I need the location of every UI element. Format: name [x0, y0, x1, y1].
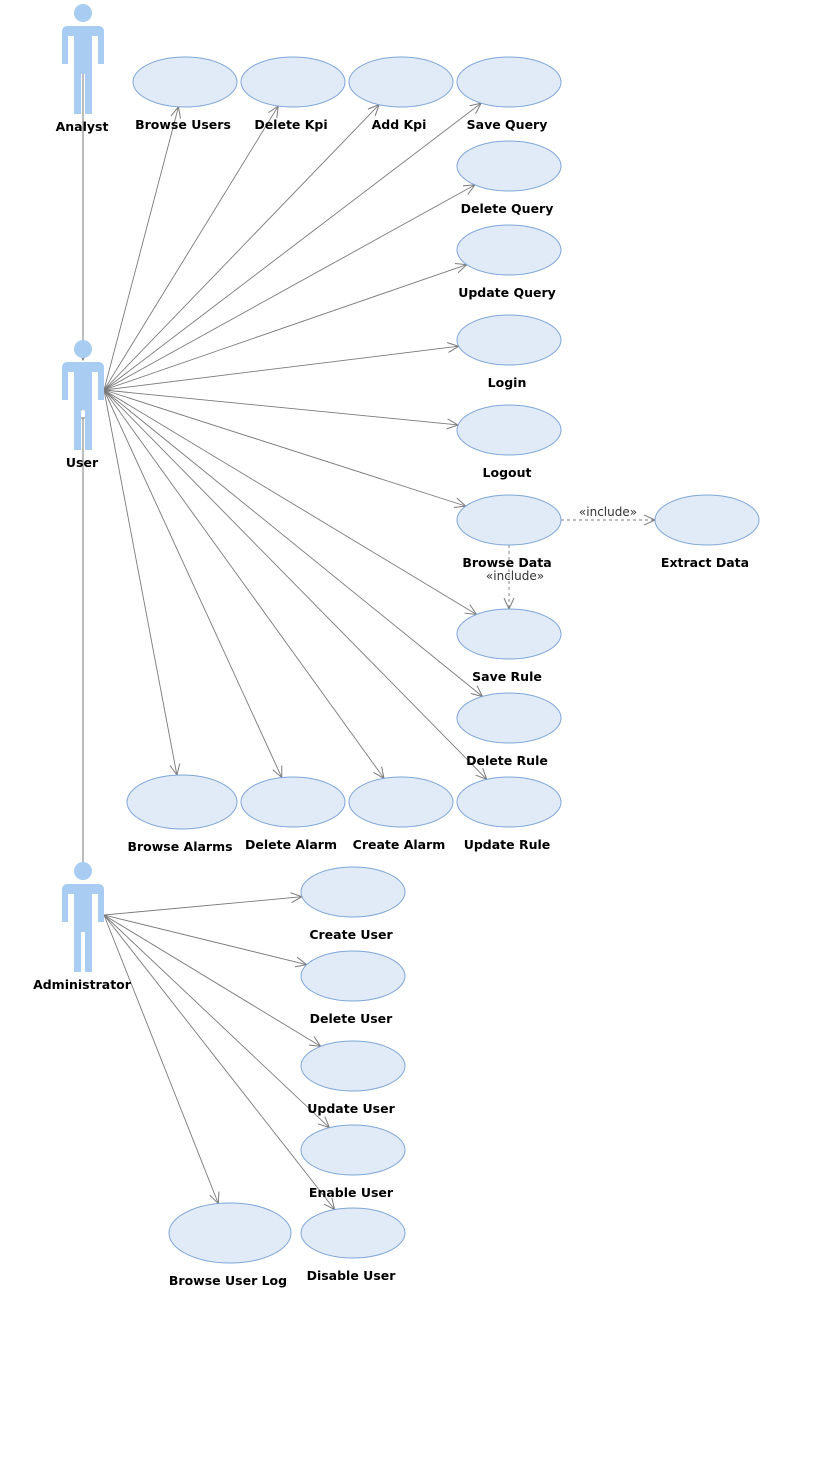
use-case-create-user[interactable]	[300, 866, 406, 918]
use-case-update-query[interactable]	[456, 224, 562, 276]
use-case-label-update-query: Update Query	[458, 285, 556, 300]
use-case-label-browse-user-log: Browse User Log	[169, 1273, 287, 1288]
use-case-browse-data[interactable]	[456, 494, 562, 546]
diagram-labels: «include» «include» Browse Users Delete Kpi…	[33, 117, 749, 1288]
use-case-label-add-kpi: Add Kpi	[372, 117, 427, 132]
use-case-browse-alarms[interactable]	[126, 774, 238, 830]
use-case-label-delete-query: Delete Query	[461, 201, 554, 216]
include-label: «include»	[579, 505, 637, 519]
use-case-delete-kpi[interactable]	[240, 56, 346, 108]
use-case-label-browse-alarms: Browse Alarms	[127, 839, 232, 854]
association-administrator-to-enable-user	[103, 914, 329, 1128]
use-case-label-create-alarm: Create Alarm	[353, 837, 446, 852]
use-case-save-rule[interactable]	[456, 608, 562, 660]
association-administrator-to-create-user	[103, 897, 302, 916]
use-case-label-disable-user: Disable User	[307, 1268, 397, 1283]
actor-body-icon	[62, 26, 104, 114]
use-case-label-delete-user: Delete User	[310, 1011, 393, 1026]
association-user-to-login	[103, 346, 459, 391]
association-user-to-create-alarm	[103, 389, 384, 778]
use-case-label-browse-users: Browse Users	[135, 117, 231, 132]
use-case-create-alarm[interactable]	[348, 776, 454, 828]
use-case-label-delete-rule: Delete Rule	[466, 753, 548, 768]
use-case-label-extract-data: Extract Data	[661, 555, 749, 570]
use-case-label-login: Login	[488, 375, 527, 390]
use-case-delete-alarm[interactable]	[240, 776, 346, 828]
association-administrator-to-update-user	[103, 914, 321, 1046]
association-user-to-save-query	[103, 103, 481, 391]
association-user-to-delete-rule	[103, 389, 482, 697]
use-case-extract-data[interactable]	[654, 494, 760, 546]
include-label: «include»	[486, 569, 544, 583]
actor-label-user: User	[66, 455, 99, 470]
use-case-label-enable-user: Enable User	[309, 1185, 394, 1200]
association-user-to-add-kpi	[103, 105, 379, 391]
use-case-label-create-user: Create User	[309, 927, 393, 942]
actor-administrator[interactable]	[62, 862, 104, 972]
actor-user[interactable]	[62, 340, 104, 450]
use-case-logout[interactable]	[456, 404, 562, 456]
association-user-to-logout	[103, 389, 458, 425]
actor-body-icon	[62, 362, 104, 450]
use-case-delete-user[interactable]	[300, 950, 406, 1002]
actor-head-icon	[74, 4, 92, 22]
use-case-login[interactable]	[456, 314, 562, 366]
use-case-add-kpi[interactable]	[348, 56, 454, 108]
use-case-delete-query[interactable]	[456, 140, 562, 192]
use-case-label-update-user: Update User	[307, 1101, 395, 1116]
use-case-update-user[interactable]	[300, 1040, 406, 1092]
use-case-browse-users[interactable]	[132, 56, 238, 108]
association-user-to-save-rule	[103, 389, 477, 614]
use-case-label-logout: Logout	[483, 465, 532, 480]
association-user-to-browse-users	[103, 107, 178, 391]
association-user-to-update-query	[103, 265, 467, 391]
use-case-label-save-rule: Save Rule	[472, 669, 542, 684]
association-user-to-delete-kpi	[103, 106, 278, 391]
use-case-update-rule[interactable]	[456, 776, 562, 828]
actor-label-administrator: Administrator	[33, 977, 132, 992]
use-case-label-browse-data: Browse Data	[462, 555, 551, 570]
use-case-enable-user[interactable]	[300, 1124, 406, 1176]
diagram-nodes	[62, 4, 760, 1264]
association-administrator-to-disable-user	[103, 914, 335, 1210]
association-user-to-delete-alarm	[103, 389, 282, 778]
use-case-delete-rule[interactable]	[456, 692, 562, 744]
use-case-label-delete-kpi: Delete Kpi	[254, 117, 327, 132]
relationship-lines	[83, 70, 655, 1210]
use-case-label-save-query: Save Query	[467, 117, 548, 132]
use-case-browse-user-log[interactable]	[168, 1202, 292, 1264]
actor-head-icon	[74, 340, 92, 358]
actor-analyst[interactable]	[62, 4, 104, 114]
association-user-to-browse-data	[103, 389, 466, 506]
actor-head-icon	[74, 862, 92, 880]
association-user-to-delete-query	[103, 185, 475, 391]
actor-label-analyst: Analyst	[56, 119, 109, 134]
actor-body-icon	[62, 884, 104, 972]
association-administrator-to-browse-user-log	[103, 914, 218, 1204]
use-case-label-update-rule: Update Rule	[464, 837, 551, 852]
association-user-to-browse-alarms	[103, 389, 177, 775]
use-case-label-delete-alarm: Delete Alarm	[245, 837, 337, 852]
use-case-disable-user[interactable]	[300, 1207, 406, 1259]
use-case-save-query[interactable]	[456, 56, 562, 108]
association-user-to-update-rule	[103, 389, 487, 779]
association-administrator-to-delete-user	[103, 914, 307, 965]
